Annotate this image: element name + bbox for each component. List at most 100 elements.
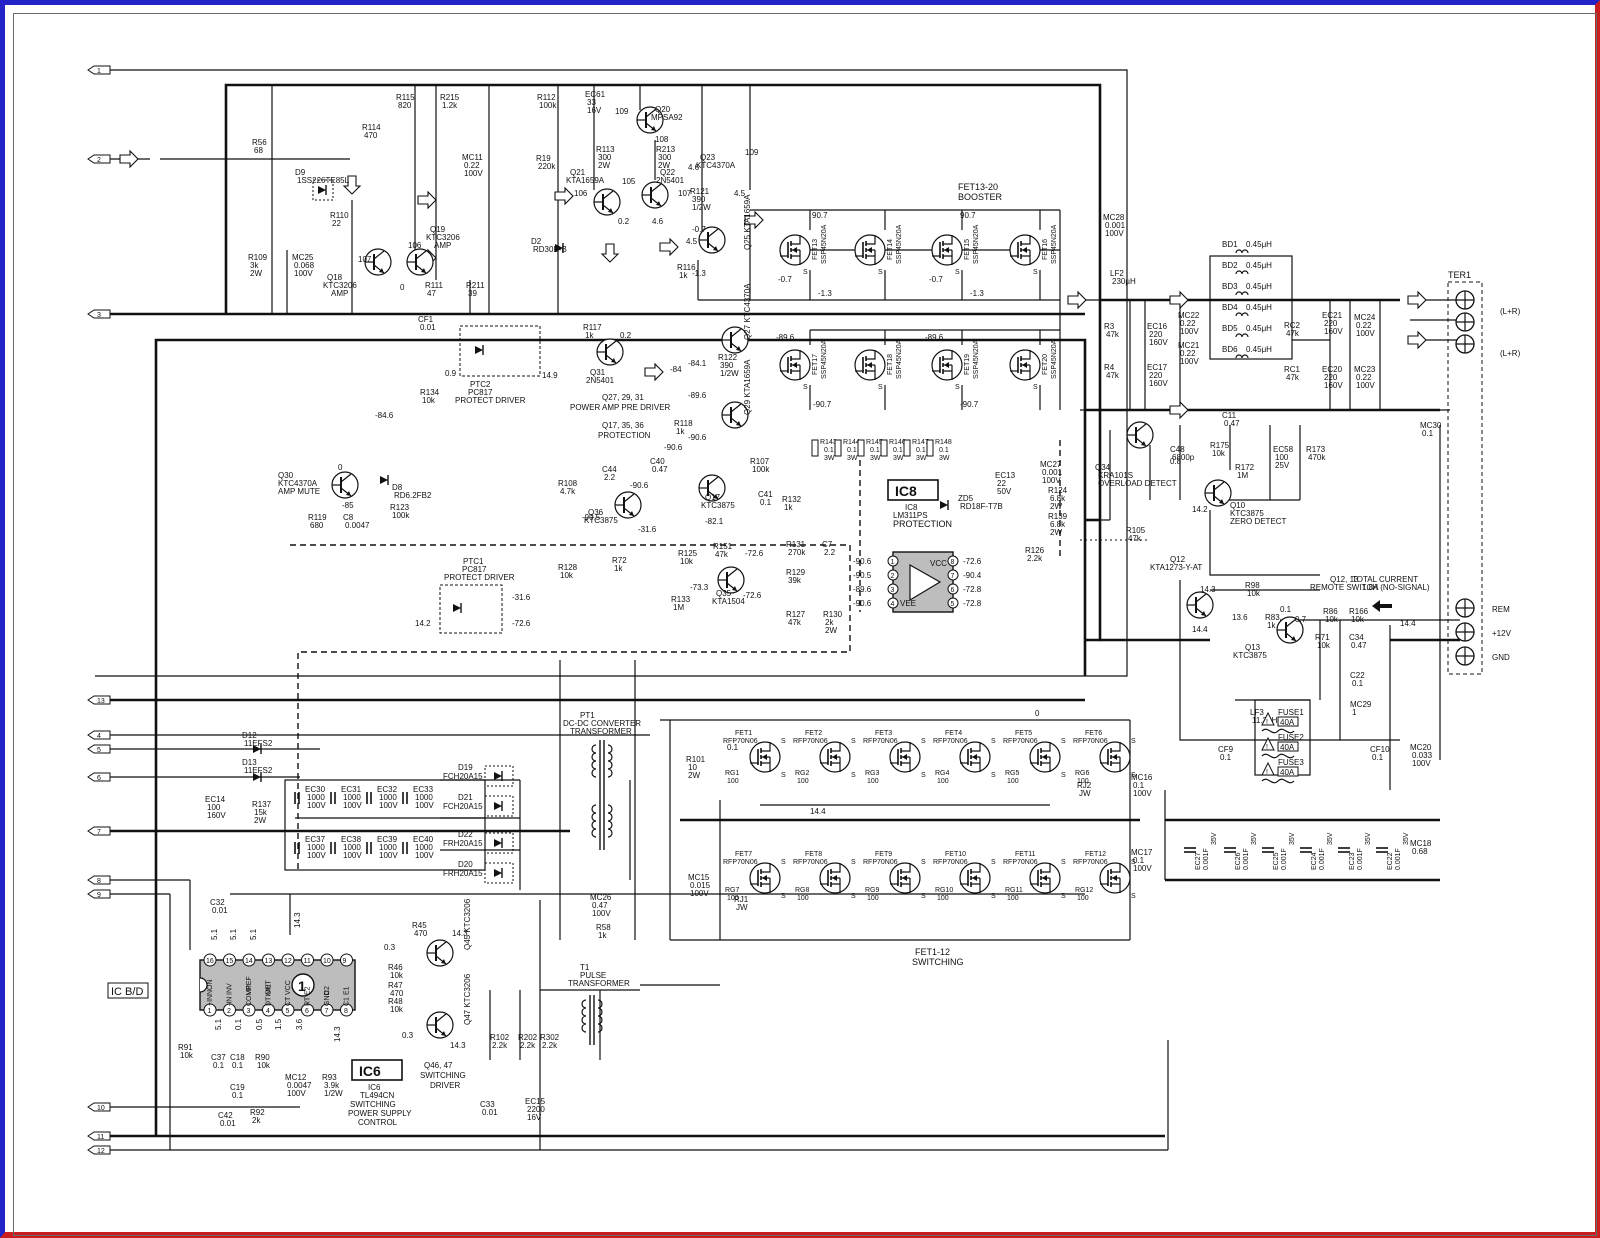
part-value: 47k: [1106, 371, 1120, 380]
connector-5[interactable]: 5: [87, 744, 111, 754]
connector-tag-icon: [87, 744, 111, 754]
connector-3[interactable]: 3: [87, 309, 111, 319]
connector-4[interactable]: 4: [87, 730, 111, 740]
q13-name: Q13: [1245, 643, 1261, 652]
part-value: 100V: [294, 269, 313, 278]
fet-source-pin: S: [781, 738, 786, 745]
output-terminal: TER1 (L+R) (L+R) REM +12V GND: [1067, 270, 1521, 675]
ic6-desc2: POWER SUPPLY: [348, 1109, 412, 1118]
connector-10[interactable]: 10: [87, 1102, 111, 1112]
speaker-terminal-icon[interactable]: [1455, 290, 1475, 310]
ptc1-desc: PROTECT DRIVER: [444, 573, 515, 582]
part-value: 1: [1352, 708, 1357, 717]
fet-part: SSP45N20A: [896, 224, 903, 264]
connector-number: 10: [97, 1105, 105, 1112]
part-value: 0.1: [1133, 781, 1145, 790]
cap-name: EC32: [377, 785, 398, 794]
part-value: 100V: [1042, 476, 1061, 485]
fet-source-pin: S: [991, 859, 996, 866]
part-value: 100: [1275, 453, 1289, 462]
ic8-vee: VEE: [900, 599, 916, 608]
fet-source-pin: S: [781, 893, 786, 900]
rem-terminal-icon[interactable]: [1455, 598, 1475, 618]
resistor-watt: 3W: [893, 455, 904, 462]
ic8-pin: 4-90.6: [853, 597, 899, 609]
part-value: 100V: [690, 889, 709, 898]
power-terminal-icon[interactable]: [1455, 622, 1475, 642]
connector-1[interactable]: 1: [87, 65, 111, 75]
voltage-reading: 0: [338, 463, 343, 472]
predriver-title: Q27, 29, 31: [602, 393, 644, 402]
fet-name: FET2: [805, 730, 822, 737]
part-value: 0.47: [1351, 641, 1367, 650]
fet-source-pin: S: [991, 738, 996, 745]
connector-13[interactable]: 13: [87, 695, 111, 705]
part-value: 47k: [1286, 373, 1300, 382]
part-value: 0.1: [232, 1061, 244, 1070]
speaker-terminal-icon[interactable]: [1455, 312, 1475, 332]
voltage-reading: 105: [622, 177, 636, 186]
fet-part: RFP70N06: [723, 859, 758, 866]
part-name: CF9: [1218, 745, 1234, 754]
voltage-reading: 0.2: [618, 217, 630, 226]
voltage-reading: 5.1: [249, 928, 258, 940]
connector-12[interactable]: 12: [87, 1145, 111, 1155]
connector-8[interactable]: 8: [87, 875, 111, 885]
optocoupler-icon: [452, 602, 462, 614]
pin-number: 14: [245, 958, 253, 965]
connector-number: 12: [97, 1148, 105, 1155]
voltage-reading: 4.5: [734, 189, 746, 198]
part-value: 2.2: [824, 548, 836, 557]
part-value: 100V: [1105, 229, 1124, 238]
connector-2[interactable]: 2: [87, 154, 111, 164]
diode-pack-outline: [312, 179, 334, 201]
part-name: D12: [242, 731, 257, 740]
transistor-labels: Q18KTC3206AMPQ19KTC3206AMPQ20MPSA92Q21KT…: [323, 105, 752, 1025]
part-value: 1k: [585, 331, 594, 340]
part-value: 10: [688, 763, 697, 772]
mosfet-icon: [779, 349, 811, 381]
part-name: R109: [248, 253, 268, 262]
part-value: 1/2W: [692, 203, 711, 212]
speaker-terminal-icon[interactable]: [1455, 334, 1475, 354]
part-name: C22: [1350, 671, 1365, 680]
switching-subtitle: SWITCHING: [912, 957, 964, 967]
inductor-icon: [1235, 333, 1249, 338]
ground-terminal-icon[interactable]: [1455, 646, 1475, 666]
resistor-name: R147: [912, 439, 929, 446]
gate-resistor-value: 100: [937, 778, 949, 785]
connector-11[interactable]: 11: [87, 1131, 111, 1141]
connector-6[interactable]: 6: [87, 772, 111, 782]
connector-7[interactable]: 7: [87, 826, 111, 836]
fet-part: RFP70N06: [1003, 738, 1038, 745]
connector-9[interactable]: 9: [87, 889, 111, 899]
transistor-part: KTC3875: [701, 501, 735, 510]
voltage-reading: 0.7: [1295, 615, 1307, 624]
voltage-reading: 0.9: [445, 369, 457, 378]
part-name: D13: [242, 758, 257, 767]
gate-resistor-name: RG9: [865, 887, 880, 894]
part-name: C33: [480, 1100, 495, 1109]
part-value: 39k: [788, 576, 802, 585]
